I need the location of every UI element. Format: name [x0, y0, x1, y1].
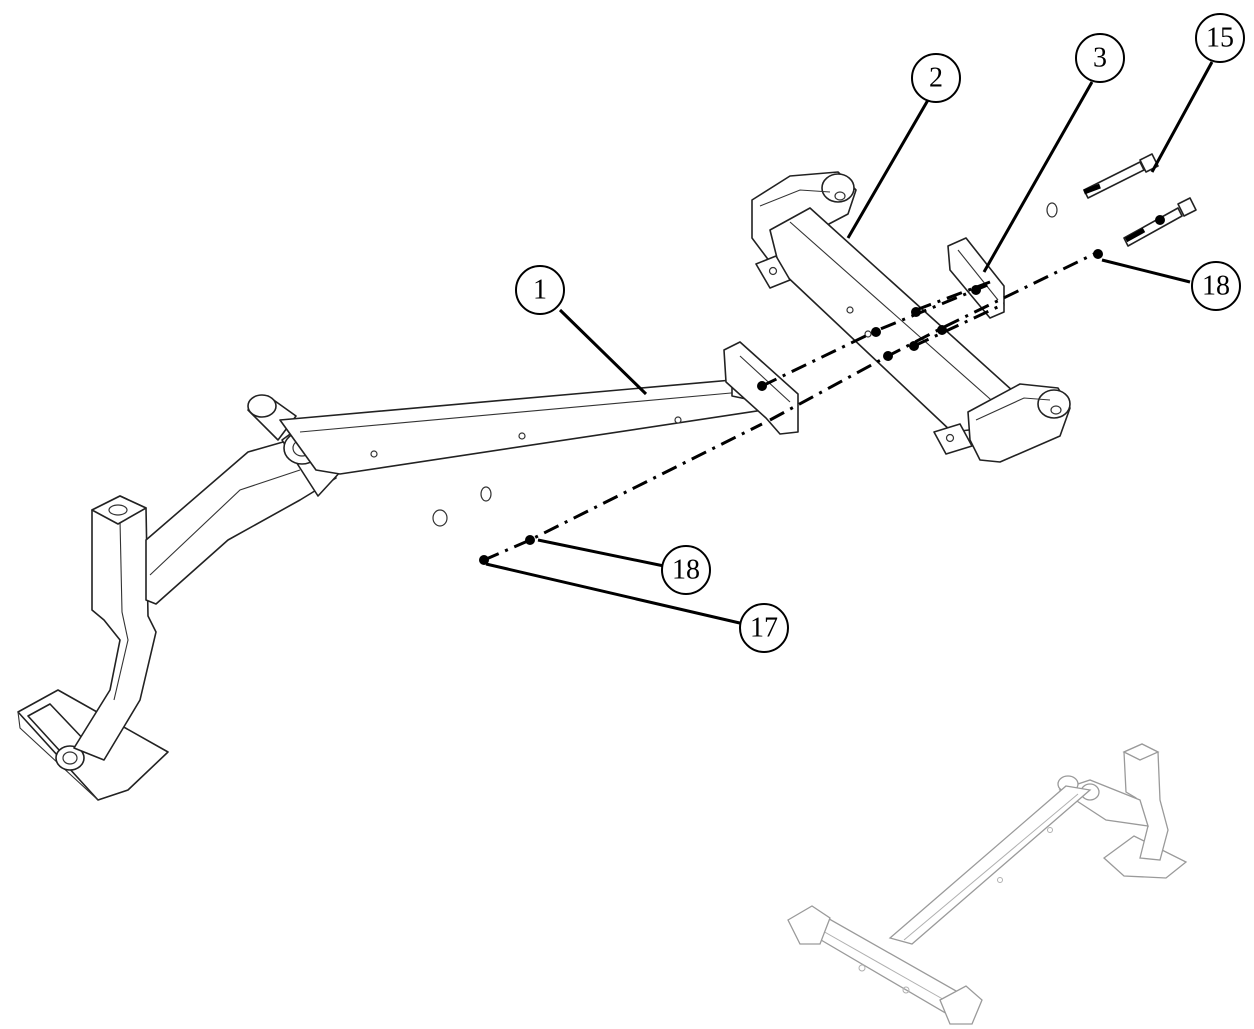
callout-17: 17 — [739, 603, 789, 653]
callout-18-upper: 18 — [1191, 261, 1241, 311]
callout-18-lower-label: 18 — [672, 555, 700, 586]
callout-18-upper-label: 18 — [1202, 271, 1230, 302]
callout-17-label: 17 — [750, 613, 778, 644]
callout-1-label: 1 — [533, 275, 547, 306]
callout-3-label: 3 — [1093, 43, 1107, 74]
callout-18-lower: 18 — [661, 545, 711, 595]
callout-1: 1 — [515, 265, 565, 315]
part-15-bolts — [1046, 153, 1197, 247]
part-3-plate — [947, 237, 1005, 319]
callout-2: 2 — [911, 53, 961, 103]
loose-nuts — [432, 486, 492, 527]
callout-15-label: 15 — [1206, 23, 1234, 54]
assembled-preview — [787, 743, 1188, 1025]
callout-15: 15 — [1195, 13, 1245, 63]
leader-lines — [485, 61, 1214, 626]
assembly-lines — [483, 252, 1095, 562]
part-2-crossbar — [751, 171, 1071, 463]
callout-2-label: 2 — [929, 63, 943, 94]
callout-3: 3 — [1075, 33, 1125, 83]
hole-markers — [479, 215, 1165, 565]
